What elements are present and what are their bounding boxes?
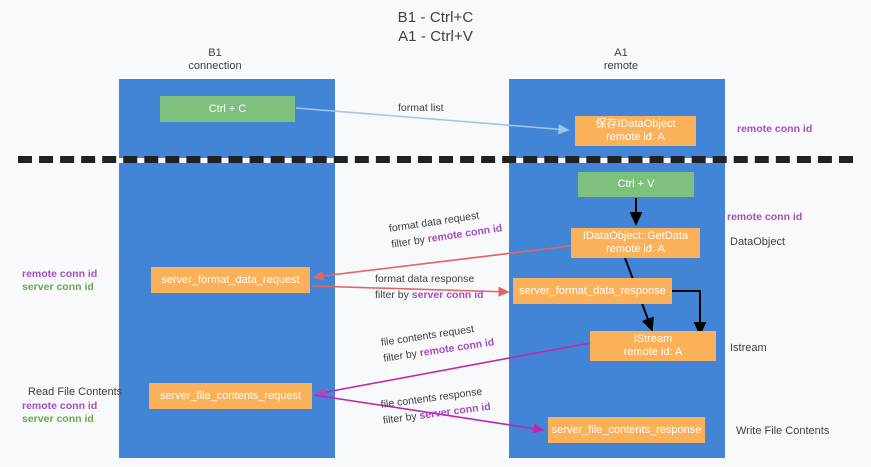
label-remote-conn-id-left-middle: remote conn id: [22, 268, 98, 280]
title-line-2: A1 - Ctrl+V: [398, 28, 473, 45]
label-group-left-bottom: remote conn id server conn id: [22, 400, 97, 426]
node-getdata-remote-id: remote id: A: [606, 243, 665, 255]
node-server-format-data-response[interactable]: server_format_data_response: [513, 278, 672, 304]
edge-label-format-data-response: format data response filter by server co…: [375, 272, 484, 302]
node-idataobject-remote-id: remote id: A: [606, 131, 665, 143]
node-idataobject-getdata[interactable]: IDataObject::GetData remote id: A: [571, 228, 700, 258]
label-server-conn-id-left-bottom: server conn id: [22, 413, 94, 425]
node-idataobject[interactable]: 保存IDataObject remote id: A: [575, 116, 696, 146]
edge-label-format-list-text: format list: [398, 102, 444, 114]
edge-format-data-response-filter-prefix: filter by: [375, 289, 412, 301]
node-server-file-contents-response-label: server_file_contents_response: [551, 423, 702, 436]
label-read-file-contents: Read File Contents: [28, 386, 123, 398]
label-remote-conn-id-top: remote conn id: [737, 123, 813, 135]
node-server-file-contents-request[interactable]: server_file_contents_request: [149, 383, 312, 409]
arrow-file-contents-request: [314, 342, 591, 398]
page-title: B1 - Ctrl+C A1 - Ctrl+V: [0, 8, 871, 46]
label-group-left-middle: remote conn id server conn id: [22, 268, 97, 294]
edge-format-data-response-filter-key: server conn id: [411, 289, 484, 301]
node-istream-title: IStream: [633, 333, 673, 345]
node-server-file-contents-request-label: server_file_contents_request: [159, 389, 302, 402]
column-a1-role: remote: [603, 60, 639, 72]
label-write-file-contents: Write File Contents: [736, 425, 830, 437]
column-b1-role: connection: [188, 60, 242, 72]
phase-divider: [18, 156, 853, 163]
node-idataobject-title: 保存IDataObject: [595, 118, 676, 130]
arrow-format-data-response: [311, 285, 510, 297]
edge-label-format-data-response-text: format data response: [375, 273, 475, 285]
node-ctrl-v-label: Ctrl + V: [617, 178, 655, 190]
label-istream: Istream: [730, 342, 767, 354]
node-ctrl-c-label: Ctrl + C: [208, 102, 247, 115]
lane-a1-bottom: [509, 163, 725, 458]
node-getdata-title: IDataObject::GetData: [582, 230, 689, 242]
column-header-a1: A1 remote: [556, 47, 686, 73]
arrow-format-list: [295, 107, 570, 135]
label-dataobject: DataObject: [730, 236, 786, 248]
arrow-file-contents-response: [313, 394, 545, 434]
column-a1-name: A1: [614, 47, 628, 59]
node-server-format-data-request-label: server_format_data_request: [161, 273, 300, 286]
node-server-file-contents-response[interactable]: server_file_contents_response: [548, 417, 705, 443]
node-istream[interactable]: IStream remote id: A: [590, 331, 716, 361]
label-remote-conn-id-middle: remote conn id: [727, 211, 803, 223]
node-ctrl-v[interactable]: Ctrl + V: [578, 172, 694, 197]
column-header-b1: B1 connection: [155, 47, 275, 73]
label-server-conn-id-left-middle: server conn id: [22, 281, 94, 293]
edge-label-format-list: format list: [398, 101, 444, 115]
node-ctrl-c[interactable]: Ctrl + C: [160, 96, 295, 122]
node-server-format-data-request[interactable]: server_format_data_request: [151, 267, 310, 293]
node-istream-remote-id: remote id: A: [623, 346, 683, 358]
node-server-format-data-response-label: server_format_data_response: [519, 284, 666, 297]
arrow-response-to-istream: [672, 290, 707, 336]
title-line-1: B1 - Ctrl+C: [397, 9, 474, 26]
column-b1-name: B1: [208, 47, 222, 59]
arrow-format-data-request: [312, 245, 571, 281]
label-remote-conn-id-left-bottom: remote conn id: [22, 400, 98, 412]
